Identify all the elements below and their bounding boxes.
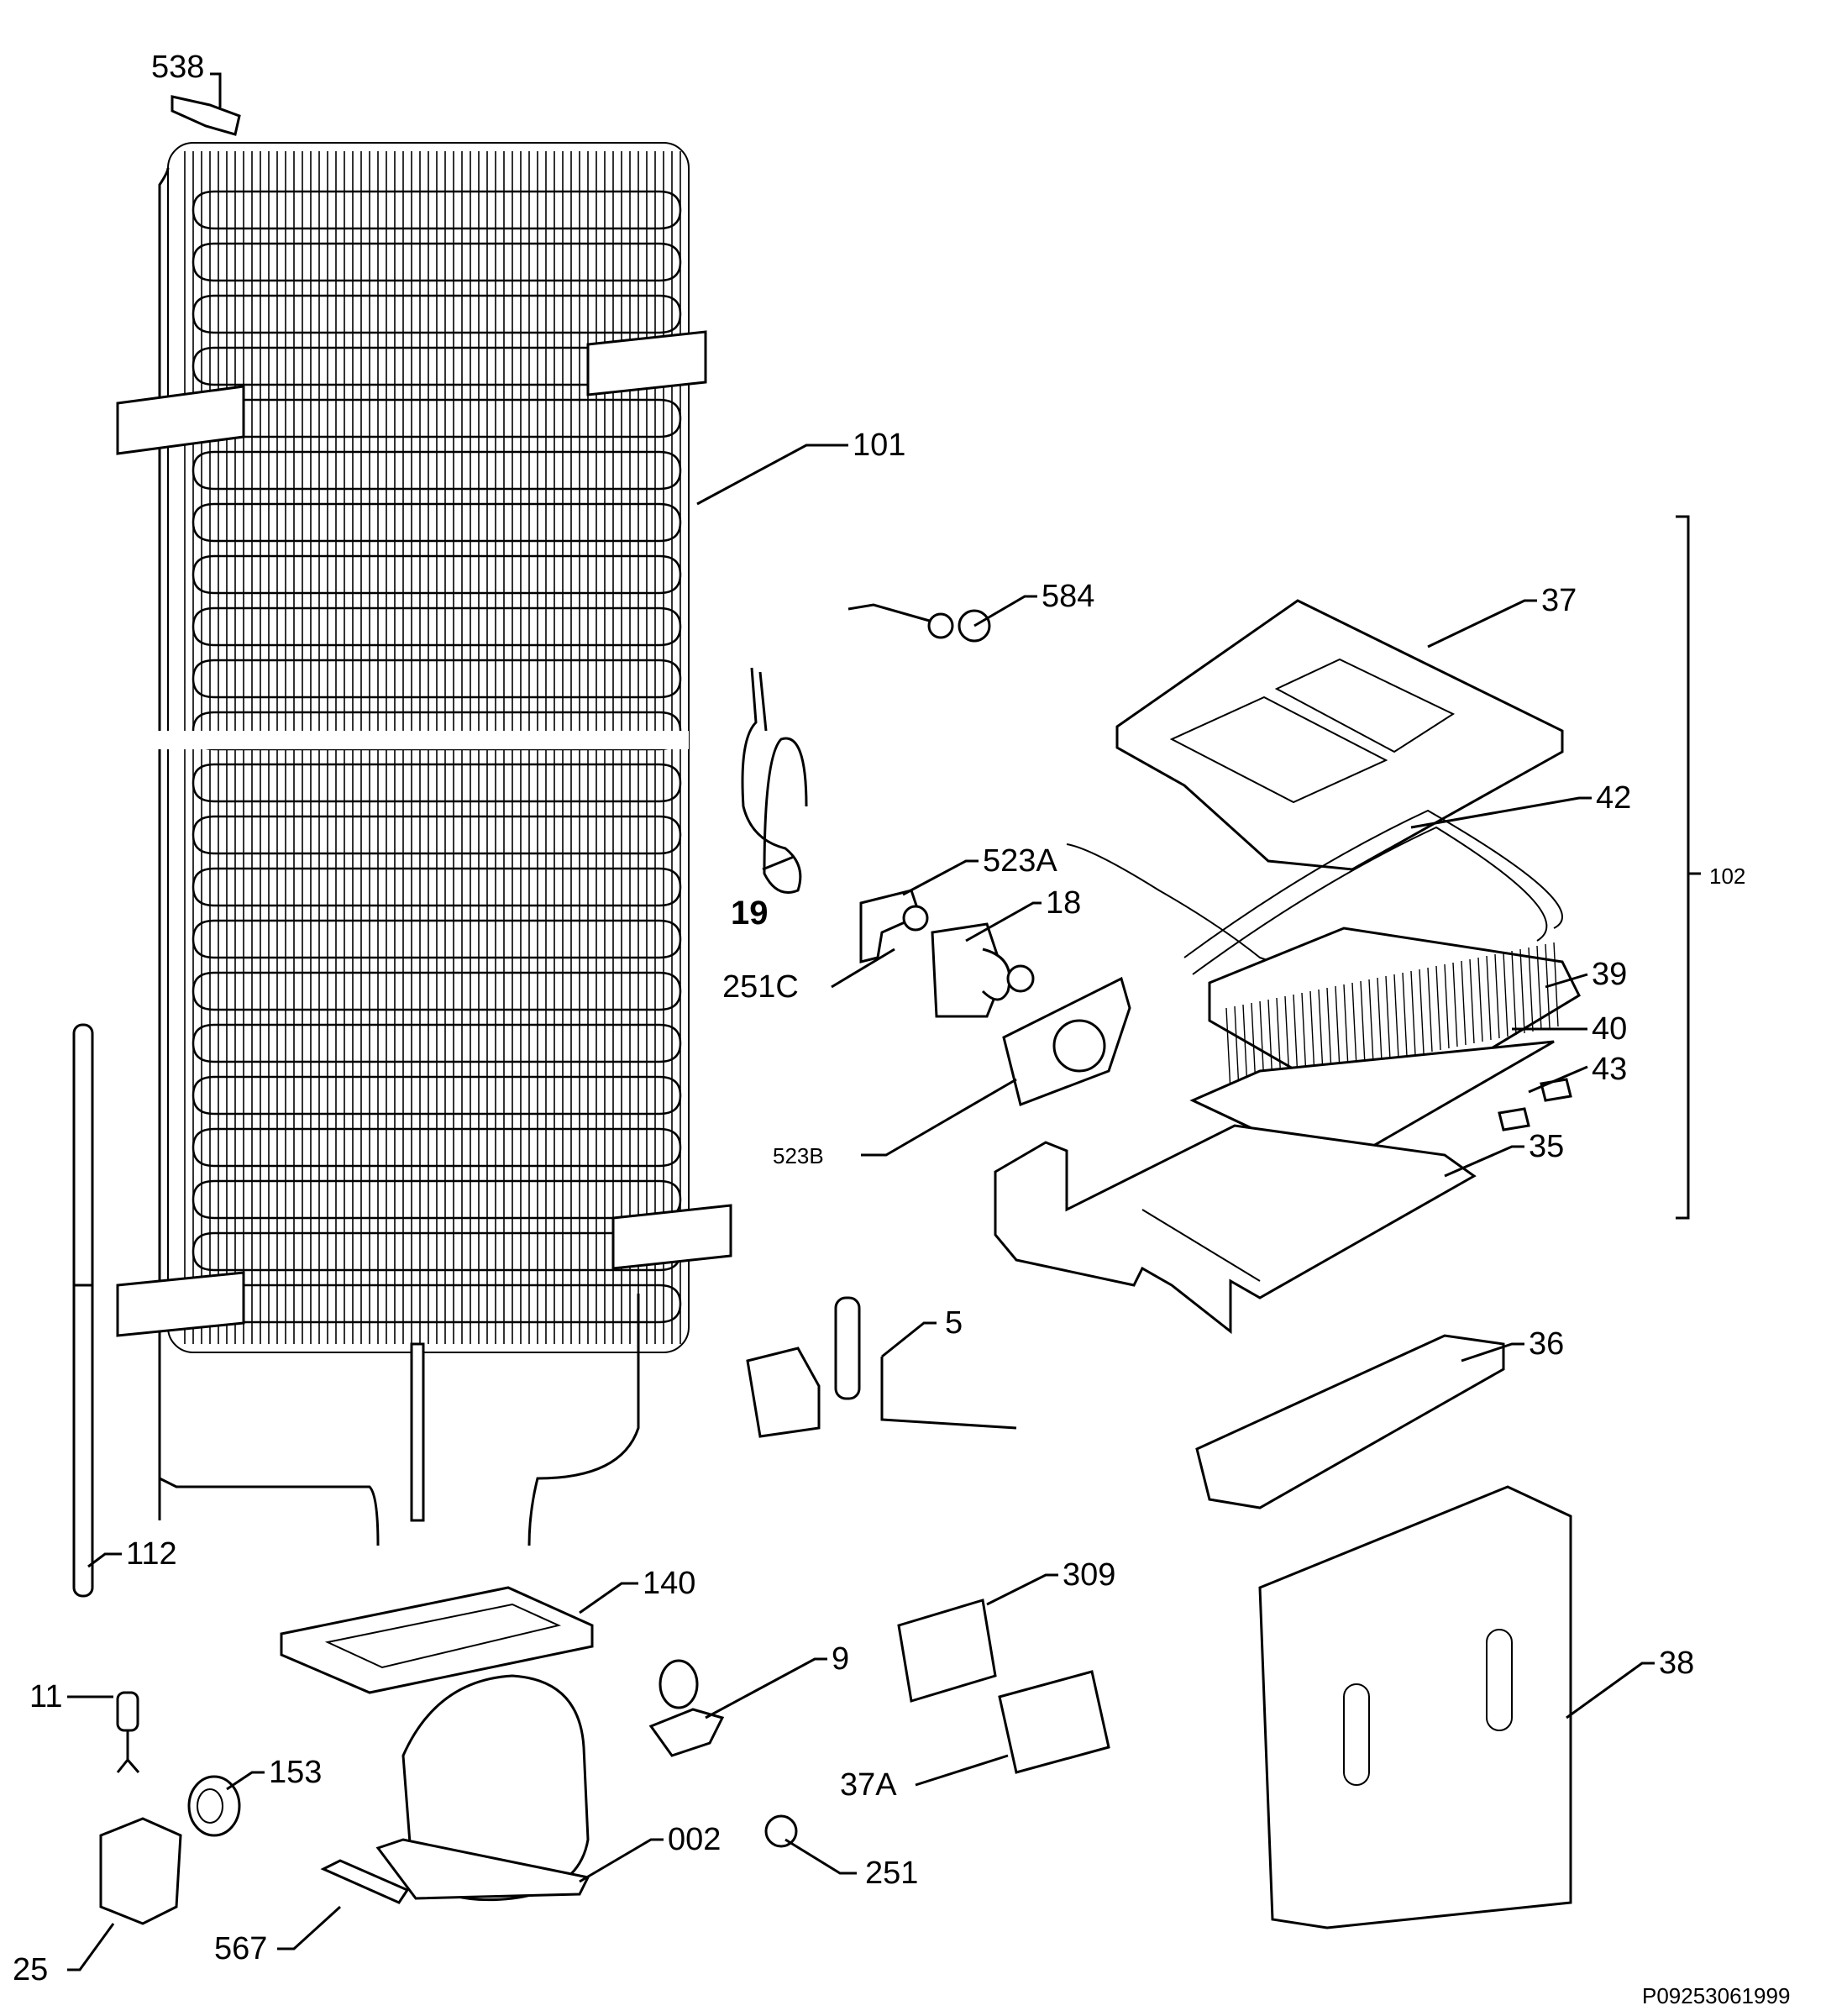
part-567 (320, 1859, 410, 1904)
part-309-board (897, 1599, 997, 1703)
label-538: 538 (151, 50, 204, 85)
label-38: 38 (1659, 1646, 1694, 1681)
label-18: 18 (1046, 885, 1081, 921)
leader-lines (67, 72, 1701, 1971)
evaporator-fins (1225, 942, 1559, 1093)
part-112-tube (72, 1023, 94, 1598)
part-5 (746, 1296, 1017, 1438)
part-43 (1498, 1078, 1572, 1131)
part-35-tray (994, 1124, 1477, 1335)
label-25: 25 (13, 1952, 48, 1987)
label-5: 5 (945, 1305, 963, 1341)
part-140-frame (280, 1586, 594, 1694)
label-42: 42 (1596, 780, 1631, 816)
part-25 (99, 1817, 182, 1925)
part-002-compressor (375, 1674, 590, 1902)
part-538 (171, 95, 241, 136)
part-18-fan-motor (931, 922, 1035, 1018)
label-309: 309 (1063, 1557, 1115, 1593)
part-523b (1002, 976, 1131, 1107)
label-37a: 37A (840, 1767, 897, 1803)
part-251 (764, 1814, 798, 1848)
label-002: 002 (668, 1822, 721, 1857)
part-9 (648, 1659, 725, 1757)
label-153: 153 (269, 1755, 322, 1790)
part-36 (1195, 1334, 1505, 1509)
label-251: 251 (865, 1856, 918, 1891)
part-584 (847, 603, 991, 643)
label-37: 37 (1541, 583, 1577, 618)
condenser-101 (116, 142, 732, 1546)
label-40: 40 (1592, 1011, 1627, 1047)
label-39: 39 (1592, 957, 1627, 992)
footer-code: P09253061999 (1642, 1983, 1790, 2008)
label-567: 567 (214, 1931, 267, 1966)
label-140: 140 (643, 1566, 695, 1601)
part-11 (116, 1691, 140, 1773)
label-35: 35 (1529, 1129, 1564, 1164)
label-523a: 523A (983, 843, 1057, 879)
label-9: 9 (832, 1641, 849, 1677)
label-251c: 251C (722, 969, 799, 1005)
label-584: 584 (1042, 579, 1094, 614)
label-19: 19 (731, 895, 769, 932)
label-36: 36 (1529, 1326, 1564, 1362)
label-102: 102 (1709, 864, 1745, 889)
part-19 (741, 667, 808, 894)
part-37a-board (998, 1670, 1110, 1774)
label-43: 43 (1592, 1052, 1627, 1087)
part-153 (187, 1775, 241, 1837)
part-38-panel (1258, 1485, 1572, 1929)
label-523b: 523B (773, 1143, 824, 1168)
part-37-lid (1115, 599, 1564, 871)
label-11: 11 (29, 1679, 62, 1714)
label-101: 101 (853, 428, 905, 463)
part-251c (902, 905, 929, 932)
label-112: 112 (126, 1536, 177, 1572)
